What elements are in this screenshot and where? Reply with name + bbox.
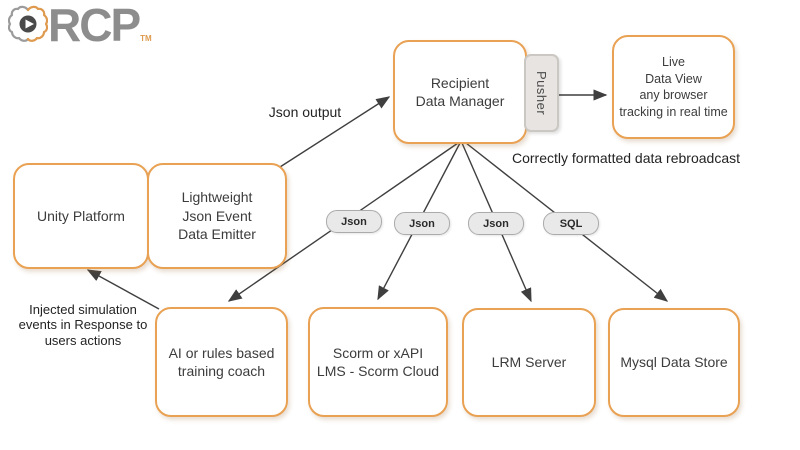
brain-play-icon: [8, 5, 48, 42]
edge-pill-json-2: Json: [394, 212, 450, 235]
node-unity-platform: Unity Platform: [13, 163, 149, 269]
arrow-ai-coach-to-unity: [86, 269, 160, 310]
logo-text: RCP: [48, 0, 141, 51]
label-json-output: Json output: [268, 104, 342, 120]
edge-pill-json-1: Json: [326, 210, 382, 233]
node-lrm-server: LRM Server: [462, 308, 596, 417]
edge-pill-json-3: Json: [468, 212, 524, 235]
label-rebroadcast: Correctly formatted data rebroadcast: [512, 150, 740, 166]
node-pusher: Pusher: [524, 54, 559, 132]
node-mysql-data-store: Mysql Data Store: [608, 308, 740, 417]
rcp-logo: RCP TM: [8, 0, 152, 51]
arrow-json-output: [279, 96, 391, 168]
edge-pill-sql: SQL: [543, 212, 599, 235]
logo-trademark: TM: [140, 34, 152, 43]
